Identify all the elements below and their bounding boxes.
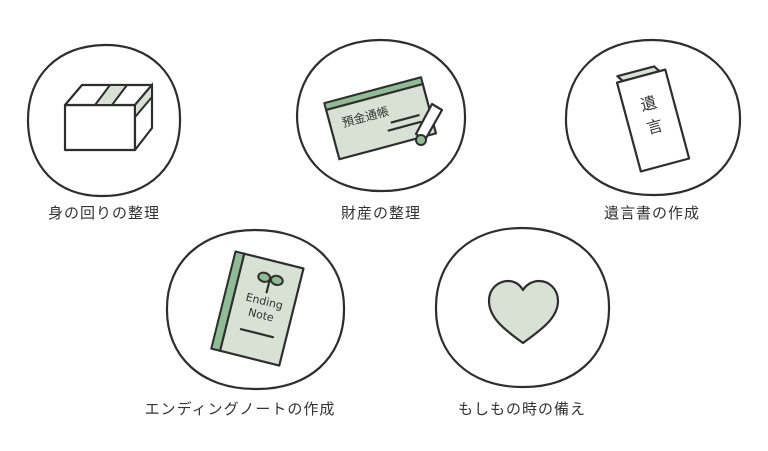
item-label: 身の回りの整理: [48, 204, 160, 222]
cardboard-box-icon: [63, 82, 154, 152]
item-preparation: もしもの時の備え: [434, 226, 611, 418]
bankbook-icon: 預金通帳: [323, 76, 438, 161]
item-label: エンディングノートの作成: [145, 400, 336, 418]
item-label: もしもの時の備え: [458, 400, 586, 418]
ending-note-icon: Ending Note: [210, 250, 305, 367]
sprout-icon: [257, 271, 284, 294]
will-document-icon: 遺 言: [615, 65, 691, 173]
item-ending-note: Ending Note エンディングノートの作成: [145, 228, 346, 418]
svg-text:言: 言: [645, 116, 665, 138]
item-label: 遺言書の作成: [604, 204, 700, 222]
item-assets: 預金通帳 財産の整理: [295, 38, 467, 222]
item-label: 財産の整理: [341, 204, 421, 222]
svg-text:遺: 遺: [638, 92, 658, 114]
svg-text:Note: Note: [247, 306, 276, 325]
heart-icon: [487, 279, 560, 345]
pen-icon: [414, 102, 444, 146]
item-will: 遺 言 遺言書の作成: [564, 38, 742, 222]
item-belongings: 身の回りの整理: [26, 43, 182, 222]
